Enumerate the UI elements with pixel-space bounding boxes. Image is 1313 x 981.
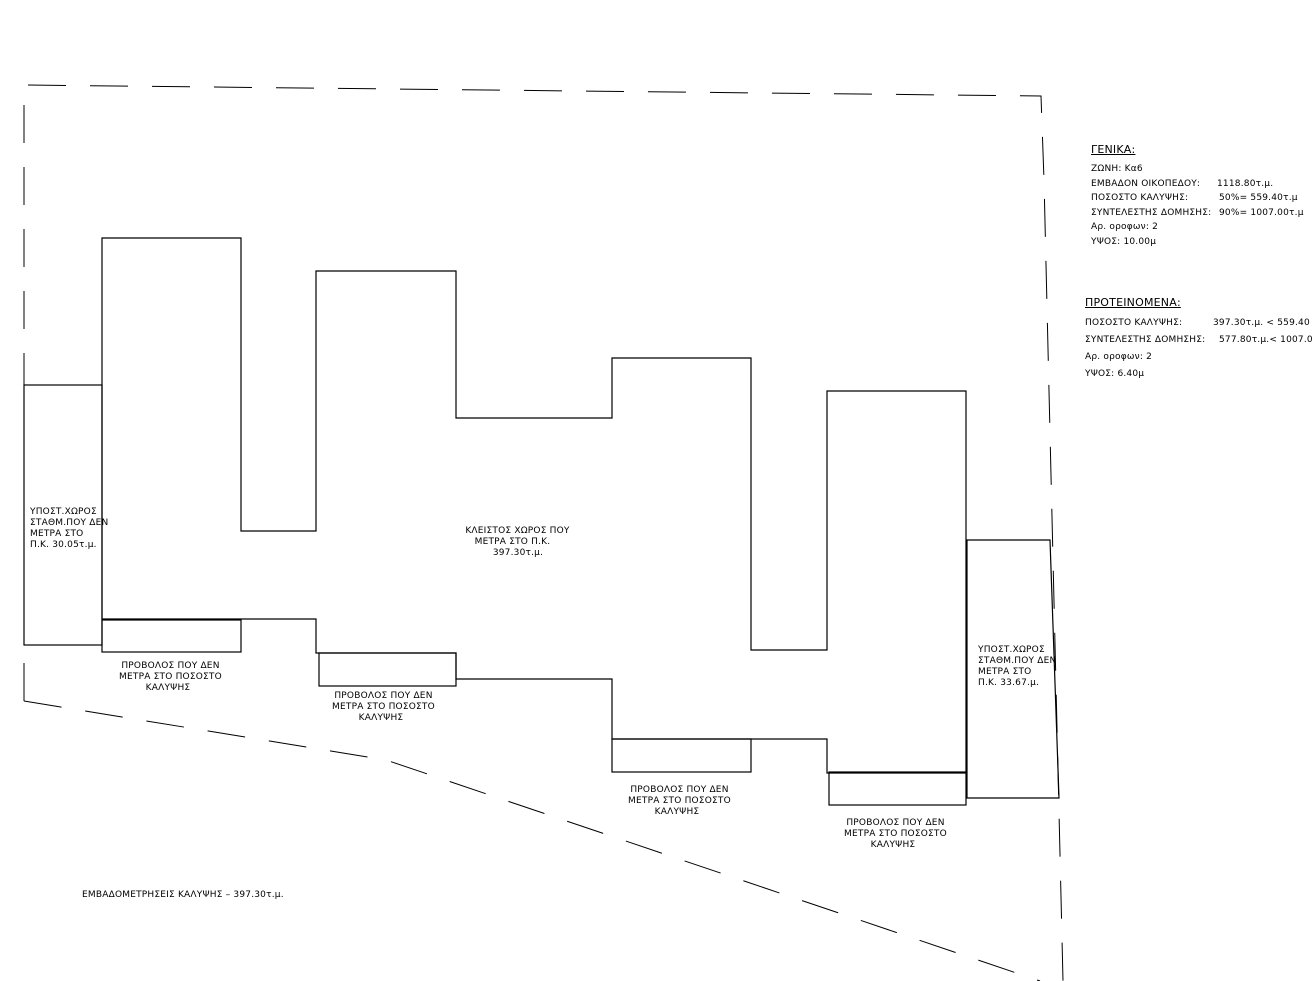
main-building-outline (101, 237, 967, 774)
general-notes-title: ΓΕΝΙΚΑ: (1091, 143, 1136, 156)
balcony-1-outline (101, 619, 242, 653)
balcony-2-label: ΠΡΟΒΟΛΟΣ ΠΟΥ ΔΕΝ ΜΕΤΡΑ ΣΤΟ ΠΟΣΟΣΤΟ ΚΑΛΥΨ… (332, 691, 438, 723)
main-area-label-line-2: ΜΕΤΡΑ ΣΤΟ Π.Κ. (475, 537, 551, 547)
general-row: ΖΩΝΗ: Κα6 (1091, 164, 1143, 174)
proposed-notes-title: ΠΡΟΤΕΙΝΟΜΕΝΑ: (1085, 296, 1181, 309)
balcony-1-label: ΠΡΟΒΟΛΟΣ ΠΟΥ ΔΕΝ ΜΕΤΡΑ ΣΤΟ ΠΟΣΟΣΤΟ ΚΑΛΥΨ… (119, 661, 225, 693)
balcony-4-outline (828, 771, 967, 806)
proposed-row: Αρ. οροφων: 2 (1085, 352, 1153, 362)
main-area-label-line-3: 397.30τ.μ. (493, 548, 543, 558)
proposed-row: ΣΥΝΤΕΛΕΣΤΗΣ ΔΟΜΗΣΗΣ:577.80τ.μ.< 1007.0 (1085, 335, 1313, 345)
parking-left-outline (23, 384, 103, 646)
general-row: ΥΨΟΣ: 10.00μ (1091, 236, 1157, 247)
plot-boundary-south (23, 700, 1041, 981)
proposed-notes-panel: ΠΡΟΤΕΙΝΟΜΕΝΑ: ΠΟΣΟΣΤΟ ΚΑΛΥΨΗΣ:397.30τ.μ.… (1085, 296, 1313, 383)
general-row: Αρ. οροφων: 2 (1091, 222, 1159, 232)
parking-left-label: ΥΠΟΣΤ.ΧΩΡΟΣ ΣΤΑΘΜ.ΠΟΥ ΔΕΝ ΜΕΤΡΑ ΣΤΟ Π.Κ.… (29, 507, 112, 550)
general-row: ΕΜΒΑΔΟΝ ΟΙΚΟΠΕΔΟΥ:1118.80τ.μ. (1091, 178, 1274, 189)
main-area-label: ΚΛΕΙΣΤΟΣ ΧΩΡΟΣ ΠΟΥ ΜΕΤΡΑ ΣΤΟ Π.Κ. 397.30… (465, 526, 572, 558)
general-notes-panel: ΓΕΝΙΚΑ: ΖΩΝΗ: Κα6 ΕΜΒΑΔΟΝ ΟΙΚΟΠΕΔΟΥ:1118… (1091, 143, 1308, 249)
general-row: ΠΟΣΟΣΤΟ ΚΑΛΥΨΗΣ:50%= 559.40τ.μ (1091, 193, 1298, 203)
balcony-4-label: ΠΡΟΒΟΛΟΣ ΠΟΥ ΔΕΝ ΜΕΤΡΑ ΣΤΟ ΠΟΣΟΣΤΟ ΚΑΛΥΨ… (844, 818, 950, 850)
general-row: ΣΥΝΤΕΛΕΣΤΗΣ ΔΟΜΗΣΗΣ:90%= 1007.00τ.μ (1091, 207, 1304, 218)
balcony-2-outline (318, 652, 457, 687)
parking-right-label: ΥΠΟΣΤ.ΧΩΡΟΣ ΣΤΑΘΜ.ΠΟΥ ΔΕΝ ΜΕΤΡΑ ΣΤΟ Π.Κ.… (977, 645, 1060, 688)
coverage-area-note: ΕΜΒΑΔΟΜΕΤΡΗΣΕΙΣ ΚΑΛΥΨΗΣ – 397.30τ.μ. (82, 890, 284, 900)
parking-right-outline (966, 539, 1060, 799)
proposed-row: ΠΟΣΟΣΤΟ ΚΑΛΥΨΗΣ:397.30τ.μ. < 559.40 (1085, 318, 1310, 328)
balcony-3-outline (611, 738, 752, 773)
balcony-3-label: ΠΡΟΒΟΛΟΣ ΠΟΥ ΔΕΝ ΜΕΤΡΑ ΣΤΟ ΠΟΣΟΣΤΟ ΚΑΛΥΨ… (628, 785, 734, 817)
proposed-row: ΥΨΟΣ: 6.40μ (1085, 369, 1145, 379)
main-area-label-line-1: ΚΛΕΙΣΤΟΣ ΧΩΡΟΣ ΠΟΥ (465, 526, 570, 536)
plot-boundary (23, 84, 1064, 981)
